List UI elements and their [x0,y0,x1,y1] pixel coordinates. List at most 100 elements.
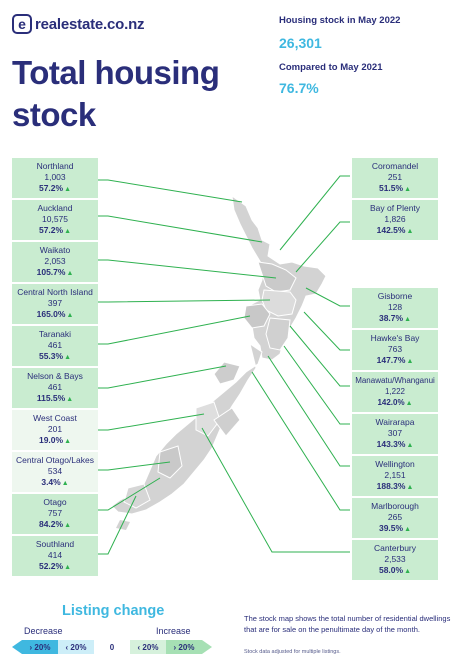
region-stock: 2,533 [384,554,406,564]
page-title: Total housing stock [12,54,220,133]
stock-label: Housing stock in May 2022 [279,15,401,26]
south-island-shape [111,342,263,515]
region-card-wellington[interactable]: Wellington 2,151 188.3%▲ [352,456,438,496]
region-card-otago[interactable]: Otago 757 84.2%▲ [12,494,98,534]
map-footnote: Stock data adjusted for multiple listing… [244,649,341,655]
region-card-wairarapa[interactable]: Wairarapa 307 143.3%▲ [352,414,438,454]
region-change: 142.5% [376,225,406,235]
right-arrow-icon [202,640,212,654]
up-arrow-icon: ▲ [406,358,414,365]
region-card-northland[interactable]: Northland 1,003 57.2%▲ [12,158,98,198]
region-change: 84.2% [38,519,64,529]
region-name: Coromandel [371,161,419,171]
stock-value: 26,301 [279,35,322,51]
region-change: 19.0% [38,435,64,445]
region-name: Marlborough [371,501,419,511]
region-change: 105.7% [36,267,66,277]
stewart-island-shape [116,520,130,530]
region-card-canterbury[interactable]: Canterbury 2,533 58.0%▲ [352,540,438,580]
logo-text: realestate.co.nz [35,15,145,33]
region-name: Taranaki [38,329,72,339]
legend-segment-increase: ‹ 20% [130,640,166,654]
region-card-taranaki[interactable]: Taranaki 461 55.3%▲ [12,326,98,366]
region-name: Hawke's Bay [370,333,420,343]
region-name: Northland [36,161,74,171]
region-name: Otago [43,497,67,507]
region-stock: 461 [47,340,63,350]
up-arrow-icon: ▲ [404,568,412,575]
legend-decrease-label: Decrease [24,626,63,636]
up-arrow-icon: ▲ [61,480,69,487]
north-island-shape [231,194,327,361]
up-arrow-icon: ▲ [405,400,413,407]
up-arrow-icon: ▲ [404,316,412,323]
up-arrow-icon: ▲ [64,186,72,193]
region-card-coromandel[interactable]: Coromandel 251 51.5%▲ [352,158,438,198]
up-arrow-icon: ▲ [406,228,414,235]
region-name: Nelson & Bays [27,371,83,381]
legend-segment-strong-decrease: › 20% [22,640,58,654]
region-name: Auckland [37,203,73,213]
region-name: Gisborne [377,291,413,301]
region-name: Central Otago/Lakes [16,455,94,465]
region-change: 147.7% [376,355,406,365]
legend-increase-label: Increase [156,626,191,636]
region-name: Central North Island [17,287,93,297]
up-arrow-icon: ▲ [64,438,72,445]
brand-logo[interactable]: e realestate.co.nz [12,14,145,34]
left-arrow-icon [12,640,22,654]
region-card-waikato[interactable]: Waikato 2,053 105.7%▲ [12,242,98,282]
region-stock: 251 [387,172,403,182]
up-arrow-icon: ▲ [66,270,74,277]
region-card-southland[interactable]: Southland 414 52.2%▲ [12,536,98,576]
region-card-nelson-bays[interactable]: Nelson & Bays 461 115.5%▲ [12,368,98,408]
region-card-hawkes-bay[interactable]: Hawke's Bay 763 147.7%▲ [352,330,438,370]
up-arrow-icon: ▲ [64,564,72,571]
region-stock: 414 [47,550,63,560]
region-change: 142.0% [377,398,405,407]
legend-segment-decrease: ‹ 20% [58,640,94,654]
compare-value: 76.7% [279,80,319,96]
region-stock: 201 [47,424,63,434]
logo-mark-icon: e [12,14,32,34]
up-arrow-icon: ▲ [64,228,72,235]
region-change: 55.3% [38,351,64,361]
region-change: 52.2% [38,561,64,571]
region-change: 115.5% [36,393,66,403]
leader-lines [98,175,350,555]
region-stock: 534 [47,466,63,476]
region-name: Canterbury [373,543,417,553]
region-card-west-coast[interactable]: West Coast 201 19.0%▲ [12,410,98,450]
region-change: 165.0% [36,309,66,319]
up-arrow-icon: ▲ [404,526,412,533]
region-stock: 2,053 [44,256,66,266]
region-card-auckland[interactable]: Auckland 10,575 57.2%▲ [12,200,98,240]
region-card-central-north-island[interactable]: Central North Island 397 165.0%▲ [12,284,98,324]
region-card-central-otago-lakes[interactable]: Central Otago/Lakes 534 3.4%▲ [12,452,98,492]
region-stock: 128 [387,302,403,312]
legend-segment-zero: 0 [94,640,130,654]
region-card-gisborne[interactable]: Gisborne 128 38.7%▲ [352,288,438,328]
region-card-bay-of-plenty[interactable]: Bay of Plenty 1,826 142.5%▲ [352,200,438,240]
region-stock: 461 [47,382,63,392]
region-stock: 763 [387,344,403,354]
legend-segment-strong-increase: › 20% [166,640,202,654]
compare-label: Compared to May 2021 [279,62,383,73]
region-change: 39.5% [378,523,404,533]
region-name: Manawatu/Whanganui [355,376,435,385]
region-stock: 1,222 [384,387,406,396]
region-stock: 2,151 [384,470,406,480]
region-card-manawatu-whanganui[interactable]: Manawatu/Whanganui 1,222 142.0%▲ [352,372,438,412]
region-name: Southland [35,539,75,549]
region-change: 188.3% [376,481,406,491]
up-arrow-icon: ▲ [66,312,74,319]
region-change: 58.0% [378,565,404,575]
region-name: Waikato [39,245,71,255]
region-stock: 10,575 [42,214,68,224]
up-arrow-icon: ▲ [406,484,414,491]
region-card-marlborough[interactable]: Marlborough 265 39.5%▲ [352,498,438,538]
region-stock: 397 [47,298,63,308]
region-name: Wellington [375,459,415,469]
region-change: 51.5% [378,183,404,193]
